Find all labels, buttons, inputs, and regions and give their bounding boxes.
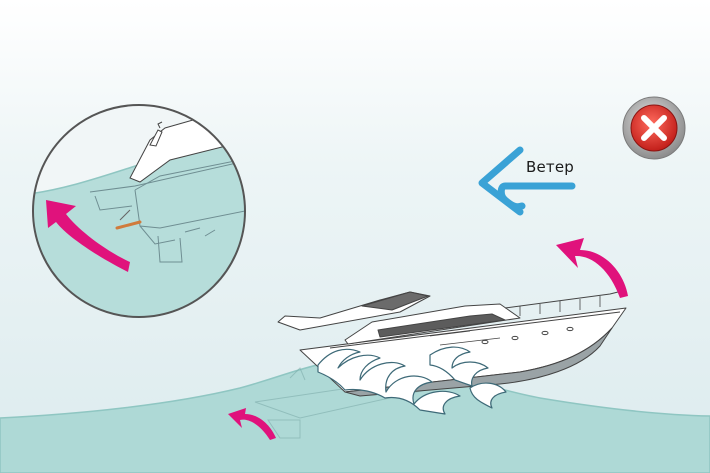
close-icon (622, 96, 686, 160)
wind-arrow-head (478, 146, 524, 216)
detail-inset (32, 104, 246, 318)
wind-label: Ветер (526, 158, 575, 176)
bow-rise-arrow (556, 238, 628, 298)
close-button[interactable] (619, 96, 689, 160)
wave-splash (317, 346, 507, 415)
stern-rise-arrow (228, 408, 276, 440)
